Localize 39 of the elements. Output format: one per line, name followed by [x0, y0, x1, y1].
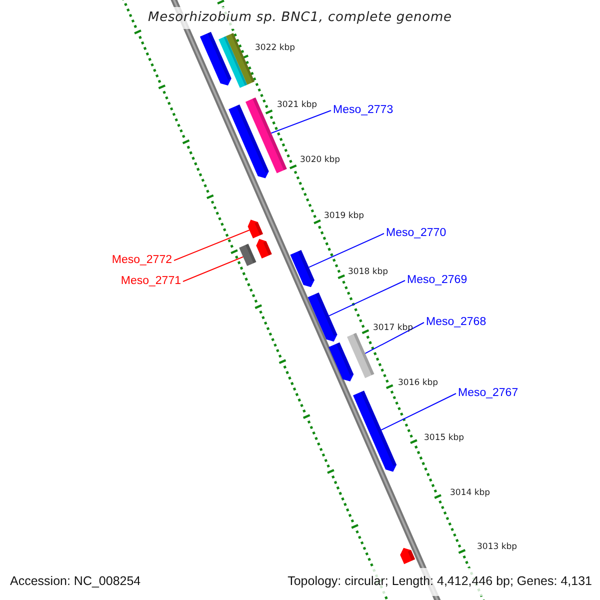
- gene-block: [248, 220, 264, 238]
- leader-line: [364, 322, 424, 354]
- scale-label: 3021 kbp: [277, 100, 318, 110]
- gene-label: Meso_2773: [333, 104, 394, 117]
- gene-bar: [347, 332, 374, 378]
- scale-label: 3022 kbp: [255, 43, 296, 53]
- gene-block: [353, 390, 397, 472]
- leader-line: [270, 110, 332, 134]
- gene-block: [400, 548, 416, 564]
- gene-label: Meso_2767: [458, 387, 518, 400]
- gene-block: [256, 238, 272, 258]
- leader-line: [174, 230, 250, 261]
- scale-label: 3020 kbp: [300, 155, 340, 165]
- genome-info-text: Topology: circular; Length: 4,412,446 bp; Genes: 4,131: [288, 574, 592, 589]
- gene-bar: [218, 36, 248, 88]
- leader-line: [328, 280, 406, 316]
- gene-label: Meso_2770: [386, 227, 446, 240]
- gene-block: [200, 32, 232, 86]
- scale-label: 3013 kbp: [477, 542, 518, 552]
- gene-block: [328, 342, 354, 382]
- gene-block: [308, 292, 338, 342]
- gene-block: [228, 104, 269, 178]
- scale-label: 3018 kbp: [348, 267, 388, 277]
- gene-bar: [226, 32, 255, 85]
- leader-line: [182, 256, 244, 282]
- scale-label: 3015 kbp: [424, 433, 464, 443]
- accession-text: Accession: NC_008254: [10, 574, 141, 589]
- gene-label: Meso_2768: [426, 316, 486, 329]
- leader-line: [380, 393, 456, 430]
- gene-label: Meso_2771: [120, 275, 181, 288]
- leader-line: [308, 233, 384, 268]
- gene-bar: [239, 244, 256, 266]
- scale-label: 3019 kbp: [324, 211, 364, 221]
- gene-block: [290, 250, 314, 288]
- scale-label: 3014 kbp: [450, 488, 490, 498]
- scale-label: 3017 kbp: [373, 323, 414, 333]
- gene-label: Meso_2769: [407, 274, 468, 287]
- gene-label: Meso_2772: [112, 254, 172, 267]
- scale-label: 3016 kbp: [398, 378, 438, 388]
